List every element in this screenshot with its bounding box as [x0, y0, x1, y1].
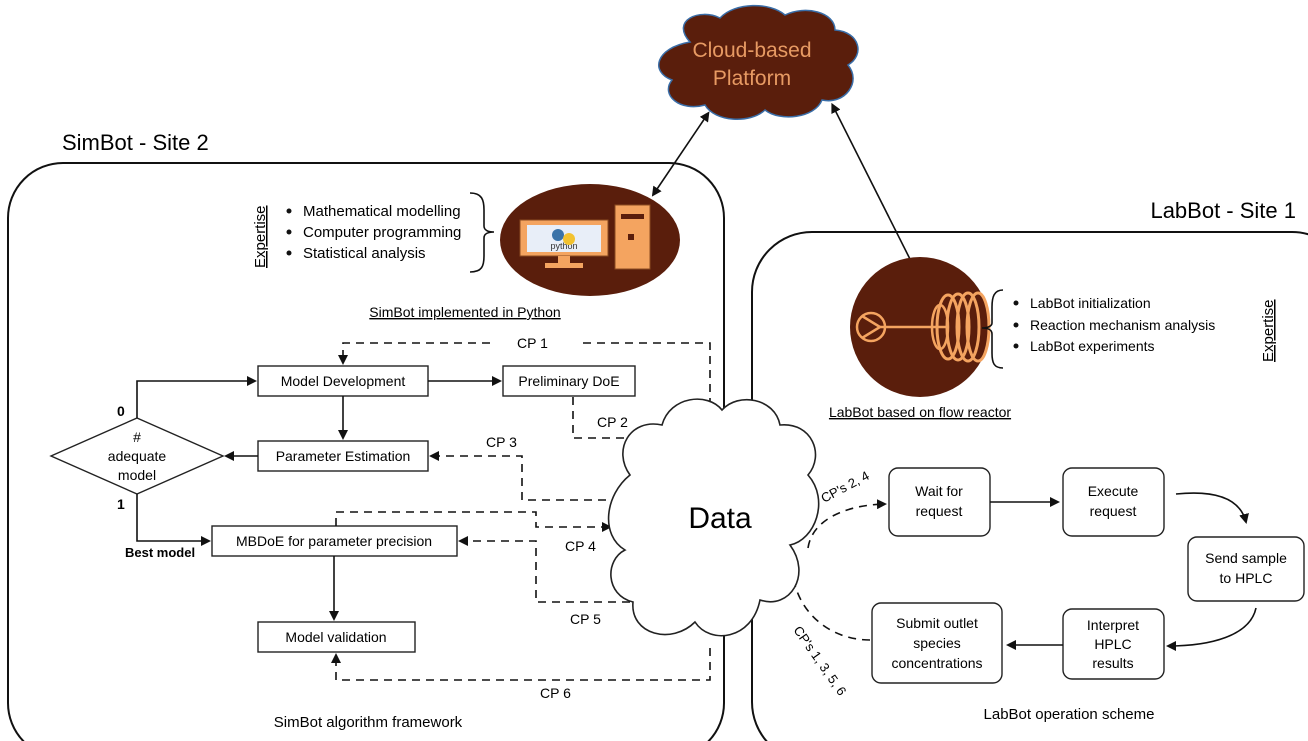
send-sample-label: to HPLC [1220, 570, 1273, 586]
branch-yes-label: 1 [117, 496, 125, 512]
cloud-platform: Cloud-based Platform [658, 4, 859, 121]
simbot-framework-caption: SimBot algorithm framework [274, 714, 463, 731]
labbot-expertise-item: LabBot initialization [1030, 295, 1151, 311]
parameter-estimation-label: Parameter Estimation [276, 448, 411, 464]
labbot-flow-arrows [787, 492, 1257, 651]
simbot-expertise-brace [469, 192, 495, 273]
mbdoe-box [211, 525, 458, 557]
data-cloud-shape [607, 398, 820, 637]
preliminary-doe-box [502, 365, 636, 397]
submit-concentrations-label: Submit outlet [896, 615, 978, 631]
parameter-estimation-box [257, 440, 429, 472]
labbot-expertise-list: LabBot initialization Reaction mechanism… [1013, 295, 1215, 354]
preliminary-doe-label: Preliminary DoE [518, 373, 619, 389]
best-model-label: Best model [125, 545, 195, 560]
submit-concentrations-box [871, 602, 1003, 684]
send-sample-box [1187, 536, 1305, 602]
submit-concentrations-label: species [913, 635, 960, 651]
simbot-expertise-item: Statistical analysis [303, 245, 426, 262]
computer-icon: python [500, 184, 680, 296]
interpret-results-label: HPLC [1094, 636, 1131, 652]
execute-request-box [1062, 467, 1165, 537]
labbot-cps-in-label: CP's 2, 4 [818, 468, 871, 506]
cloud-platform-shape [658, 4, 859, 121]
branch-no-label: 0 [117, 403, 125, 419]
model-validation-box [257, 621, 416, 653]
simbot-expertise-item: Computer programming [303, 224, 461, 241]
cp1-label: CP 1 [517, 335, 548, 351]
mbdoe-label: MBDoE for parameter precision [236, 533, 432, 549]
execute-request-label: Execute [1088, 483, 1139, 499]
cloud-labbot-link [831, 102, 919, 277]
simbot-expertise-list: Mathematical modelling Computer programm… [286, 203, 461, 262]
execute-request-label: request [1090, 503, 1137, 519]
cp4-label: CP 4 [565, 538, 596, 554]
labbot-expertise-item: Reaction mechanism analysis [1030, 317, 1215, 333]
flow-reactor-icon [850, 257, 991, 397]
labbot-scheme-caption: LabBot operation scheme [984, 706, 1155, 723]
cp3-label: CP 3 [486, 434, 517, 450]
model-validation-label: Model validation [285, 629, 386, 645]
submit-concentrations-label: concentrations [891, 655, 982, 671]
labbot-expertise-label: Expertise [1260, 299, 1277, 362]
simbot-implemented-caption: SimBot implemented in Python [369, 304, 560, 320]
cp6-label: CP 6 [540, 685, 571, 701]
wait-request-box [888, 467, 991, 537]
simbot-expertise-item: Mathematical modelling [303, 203, 461, 220]
cp5-label: CP 5 [570, 611, 601, 627]
labbot-caption: LabBot based on flow reactor [829, 404, 1011, 420]
cloud-platform-label-1: Cloud-based [692, 39, 811, 62]
simbot-flow-arrows [136, 376, 502, 621]
data-cloud-label: Data [688, 502, 752, 535]
wait-request-label: request [916, 503, 963, 519]
cloud-platform-label-2: Platform [713, 67, 791, 90]
python-logo-text: python [550, 241, 577, 251]
simbot-expertise-label: Expertise [252, 205, 269, 268]
decision-label-3: model [118, 467, 156, 483]
cloud-simbot-link [651, 111, 710, 197]
labbot-expertise-item: LabBot experiments [1030, 338, 1155, 354]
labbot-expertise-brace [981, 289, 1004, 369]
simbot-title: SimBot - Site 2 [62, 130, 209, 155]
labbot-title: LabBot - Site 1 [1150, 198, 1296, 223]
data-cloud: Data [607, 398, 820, 637]
send-sample-label: Send sample [1205, 550, 1287, 566]
decision-label-2: adequate [108, 448, 167, 464]
interpret-results-box [1062, 608, 1165, 680]
interpret-results-label: results [1092, 655, 1133, 671]
interpret-results-label: Interpret [1087, 617, 1139, 633]
model-development-label: Model Development [281, 373, 406, 389]
decision-label-1: # [133, 429, 141, 445]
wait-request-label: Wait for [915, 483, 963, 499]
cp2-label: CP 2 [597, 414, 628, 430]
